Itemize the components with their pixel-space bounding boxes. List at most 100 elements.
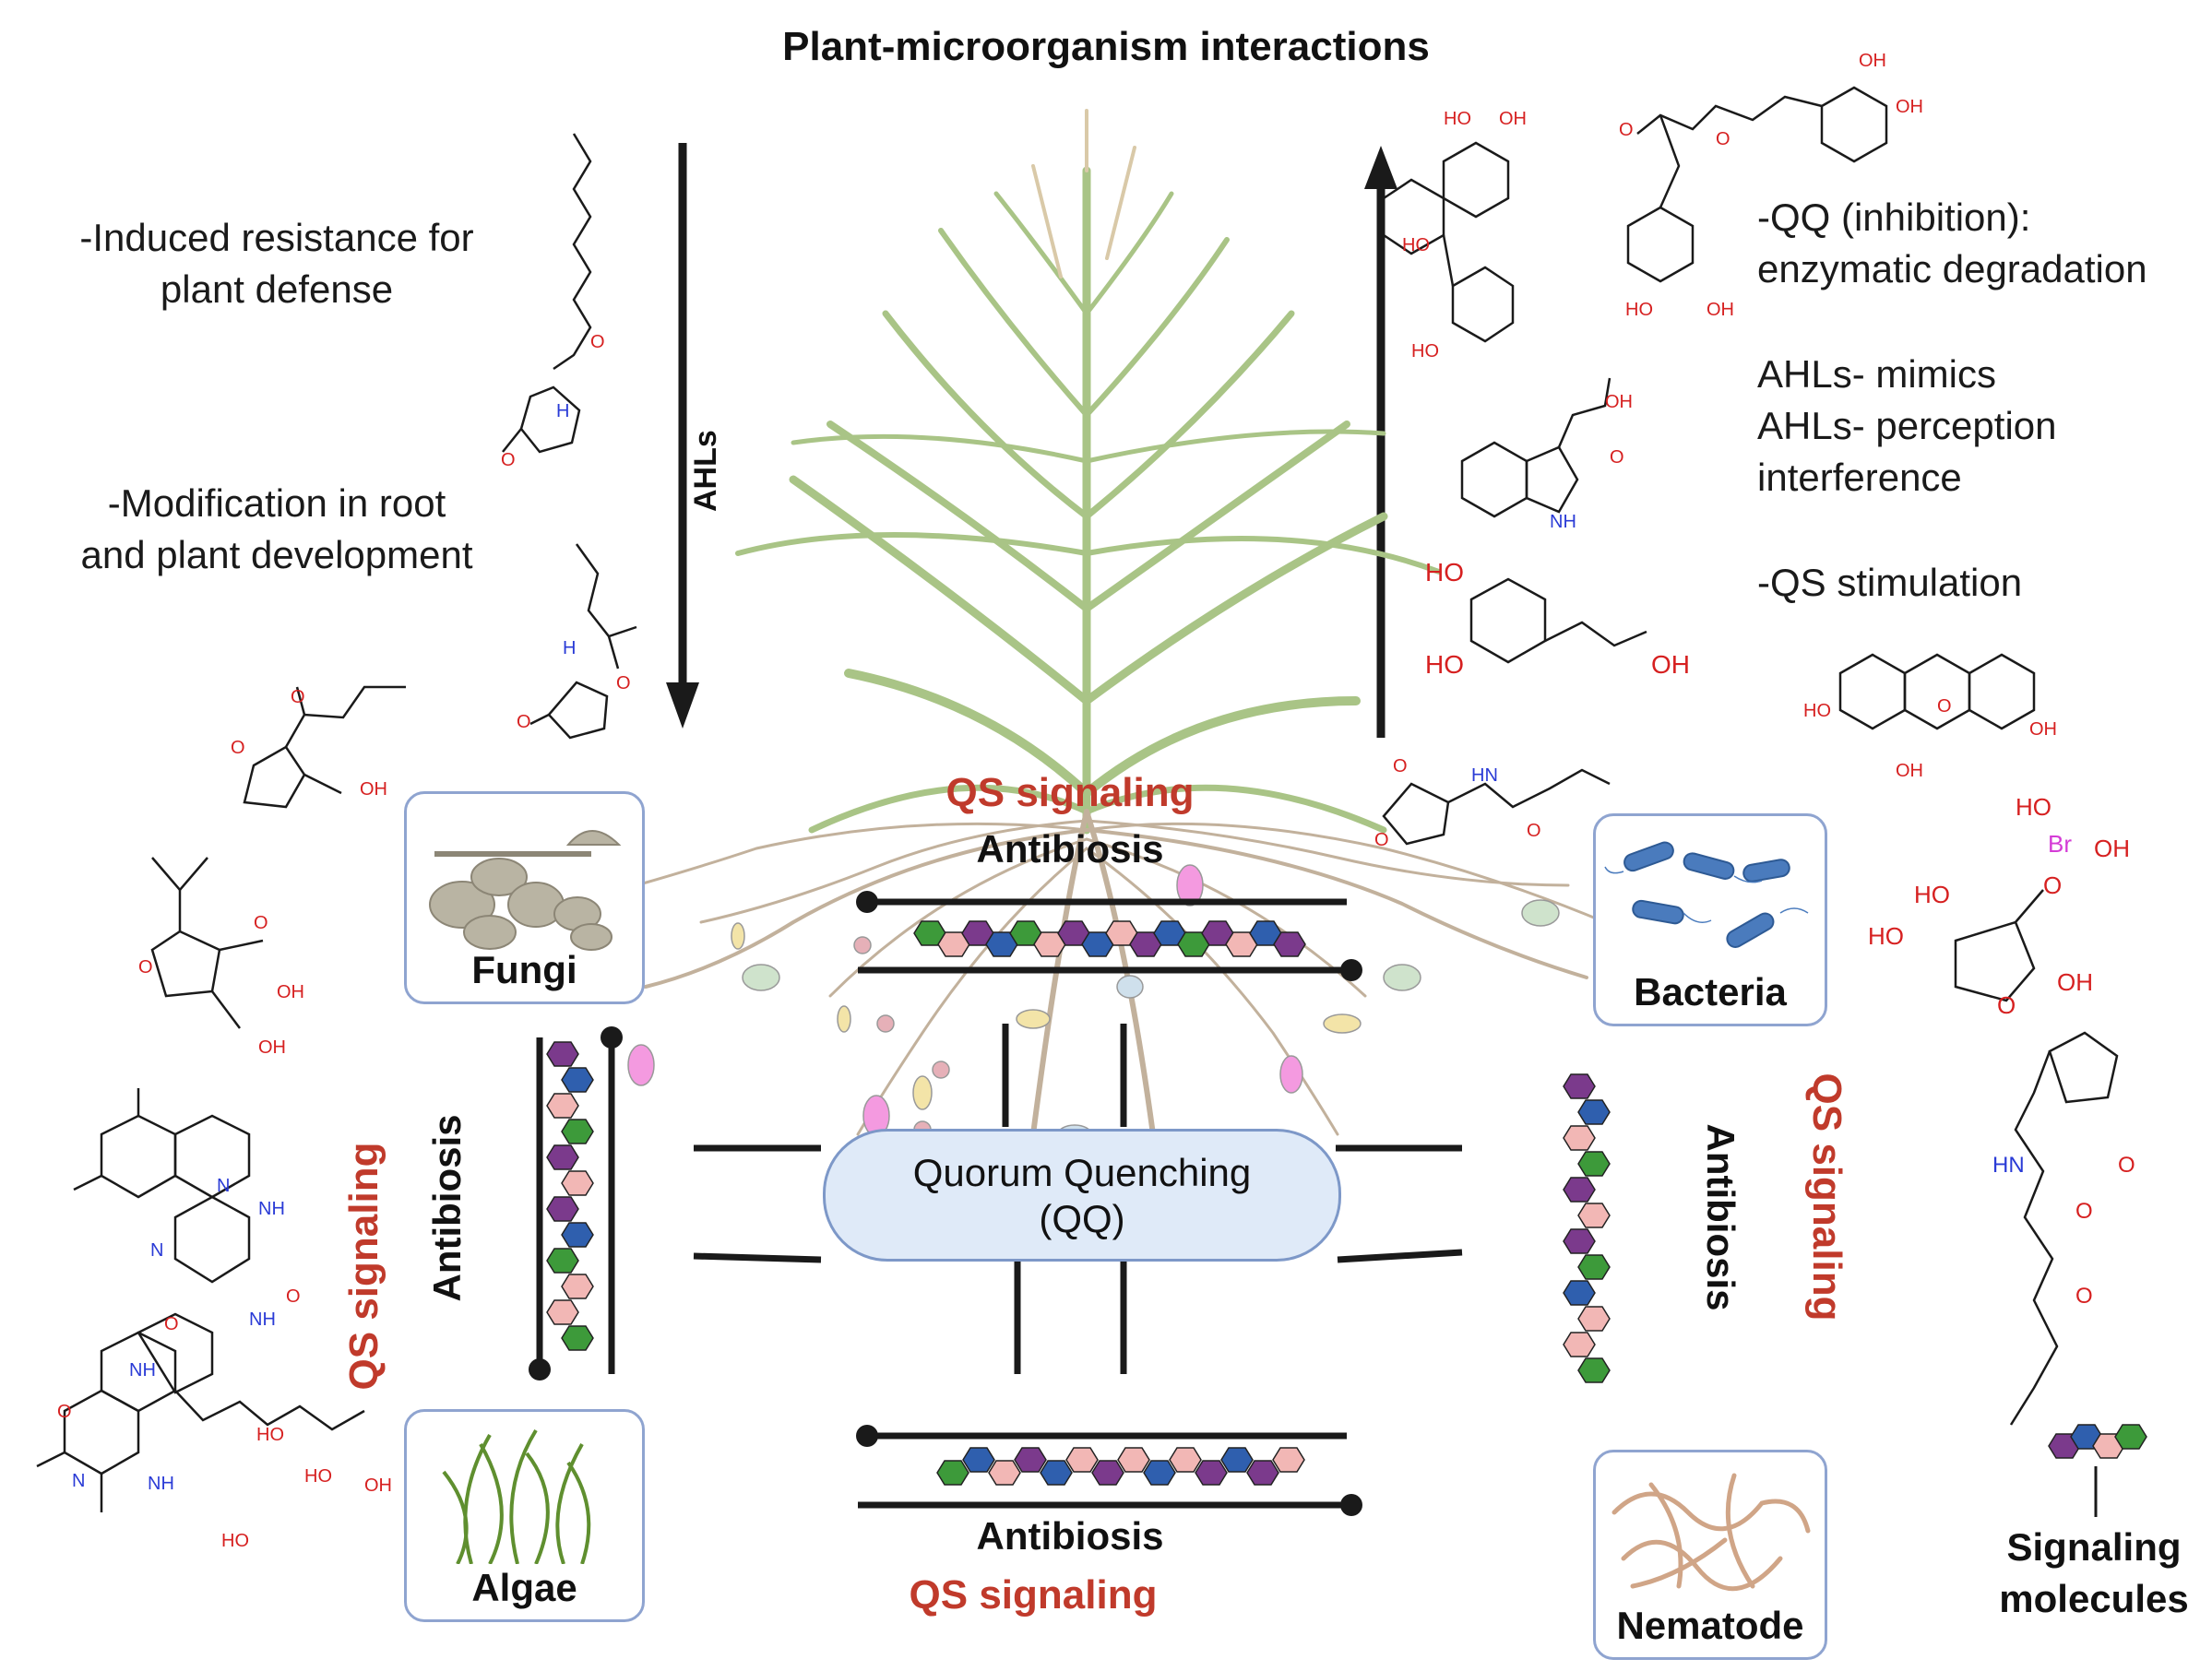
- nematode-box: Nematode: [1593, 1450, 1827, 1660]
- bottom-antibiosis-label: Antibiosis: [976, 1514, 1164, 1558]
- chem-cyclopentanone: [2009, 1031, 2119, 1426]
- signaling-molecule-hex: [936, 1460, 969, 1486]
- chem-label-o: O: [286, 1286, 301, 1307]
- bottom-center-bars: [856, 1425, 1362, 1516]
- chem-label-oh: OH: [2094, 835, 2130, 862]
- plant-illustration: [735, 109, 1442, 835]
- signaling-molecule-hex: [1577, 1099, 1611, 1125]
- signaling-molecule-hex: [561, 1325, 594, 1351]
- chem-ahl-right: [1382, 768, 1611, 846]
- chem-label-oh: OH: [2029, 719, 2057, 740]
- ahls-arrow-label: AHLs: [688, 430, 723, 512]
- signaling-chain-bottom: [936, 1447, 1305, 1486]
- chem-ahl-butanoyl: [529, 543, 637, 740]
- signaling-molecule-hex: [1040, 1460, 1073, 1486]
- note-induced-resistance-line1: -Induced resistance for: [79, 216, 474, 259]
- chem-label-n: N: [150, 1240, 164, 1261]
- signaling-molecule-hex: [1577, 1357, 1611, 1383]
- legend-label-line2: molecules: [1999, 1577, 2189, 1620]
- bacteria-icon: [1604, 841, 1809, 948]
- chem-label-ho: HO: [1625, 300, 1653, 320]
- chem-label-br: Br: [2048, 830, 2072, 858]
- chem-label-oh: OH: [1499, 109, 1527, 129]
- chem-tyrosol: [1469, 577, 1647, 664]
- up-arrow: [1364, 146, 1397, 738]
- diagram-title: Plant-microorganism interactions: [782, 24, 1430, 69]
- signaling-molecule-hex: [561, 1067, 594, 1093]
- signaling-molecule-hex: [1273, 931, 1306, 957]
- signaling-molecule-hex: [1169, 1447, 1202, 1473]
- ahls-down-arrow: [666, 143, 699, 729]
- chem-label-ho: HO: [1425, 558, 1464, 587]
- chem-label-h: H: [563, 638, 577, 658]
- chem-label-ho: HO: [1425, 650, 1464, 679]
- signaling-molecule-hex: [988, 1460, 1021, 1486]
- chem-label-o: O: [138, 957, 153, 978]
- chem-catechin: [1382, 141, 1515, 343]
- signaling-chain-top: [913, 920, 1306, 957]
- chem-flavin-2: [36, 1312, 365, 1512]
- algae-box: Algae: [404, 1409, 645, 1622]
- chem-label-ho: HO: [2016, 793, 2051, 821]
- chem-label-oh: OH: [258, 1037, 286, 1058]
- chem-label-ho: HO: [1411, 341, 1439, 361]
- chem-label-o: O: [1937, 696, 1952, 717]
- signaling-molecule-hex: [1563, 1332, 1596, 1357]
- root-microbes: [627, 864, 1560, 1144]
- right-qs-signaling-label: QS signaling: [1804, 1073, 1849, 1321]
- nematode-icon: [1611, 1473, 1811, 1592]
- chem-label-o: O: [291, 687, 305, 707]
- chem-label-ho: HO: [1868, 922, 1904, 950]
- chem-label-o: O: [1393, 756, 1408, 776]
- chem-label-n: N: [72, 1471, 86, 1491]
- signaling-molecule-hex: [1117, 1447, 1150, 1473]
- chem-label-n: N: [217, 1176, 231, 1196]
- chem-label-ho: HO: [1803, 701, 1831, 721]
- qq-title: Quorum Quenching: [912, 1151, 1252, 1194]
- chem-label-o: O: [616, 673, 631, 693]
- bacteria-label: Bacteria: [1634, 970, 1787, 1013]
- signaling-molecule-hex: [561, 1274, 594, 1299]
- left-vertical-bars: [529, 1026, 623, 1381]
- chem-label-o: O: [57, 1402, 72, 1422]
- signaling-molecule-hex: [1065, 1447, 1099, 1473]
- chem-label-oh: OH: [1651, 650, 1690, 679]
- chem-ahl-long-chain: [502, 133, 592, 454]
- chem-label-ho: HO: [221, 1531, 249, 1551]
- signaling-molecule-hex: [546, 1248, 579, 1274]
- chem-autoinducer-2: [1954, 889, 2044, 1002]
- chem-label-o: O: [1997, 991, 2016, 1019]
- signaling-chain-right: [1563, 1073, 1611, 1383]
- nematode-label: Nematode: [1616, 1604, 1804, 1647]
- left-qs-signaling-label: QS signaling: [341, 1142, 387, 1391]
- note-ahls-perception: AHLs- perception: [1757, 404, 2057, 447]
- chem-label-oh: OH: [1605, 392, 1633, 412]
- algae-icon: [442, 1428, 591, 1564]
- note-induced-resistance-line2: plant defense: [160, 267, 394, 311]
- right-notes-panel: -QQ (inhibition): enzymatic degradation …: [1753, 184, 2212, 609]
- chem-label-o: O: [1527, 821, 1541, 841]
- signaling-molecule-hex: [1563, 1280, 1596, 1306]
- chem-label-ho: HO: [1444, 109, 1471, 129]
- signaling-molecule-hex: [546, 1196, 579, 1222]
- chem-label-nh: NH: [129, 1360, 156, 1381]
- algae-label: Algae: [471, 1566, 577, 1609]
- chem-label-o: O: [1374, 830, 1389, 850]
- chem-indole: [1460, 377, 1611, 518]
- chem-label-ho: HO: [1914, 881, 1950, 908]
- chem-label-o: O: [1619, 120, 1634, 140]
- chem-furan-acid: [150, 857, 264, 1029]
- chem-label-oh: OH: [2057, 968, 2093, 996]
- chem-label-oh: OH: [360, 779, 387, 800]
- top-center-bars: [856, 891, 1362, 981]
- note-enzymatic-degradation: enzymatic degradation: [1757, 247, 2147, 290]
- chem-label-ho: HO: [304, 1466, 332, 1487]
- signaling-molecule-hex: [1014, 1447, 1047, 1473]
- chem-label-oh: OH: [1859, 51, 1886, 71]
- note-root-modification-line1: -Modification in root: [107, 481, 446, 525]
- signaling-chain-left: [546, 1041, 594, 1351]
- chem-label-oh: OH: [277, 982, 304, 1002]
- chem-label-nh: NH: [1550, 512, 1576, 532]
- signaling-molecule-hex: [561, 1222, 594, 1248]
